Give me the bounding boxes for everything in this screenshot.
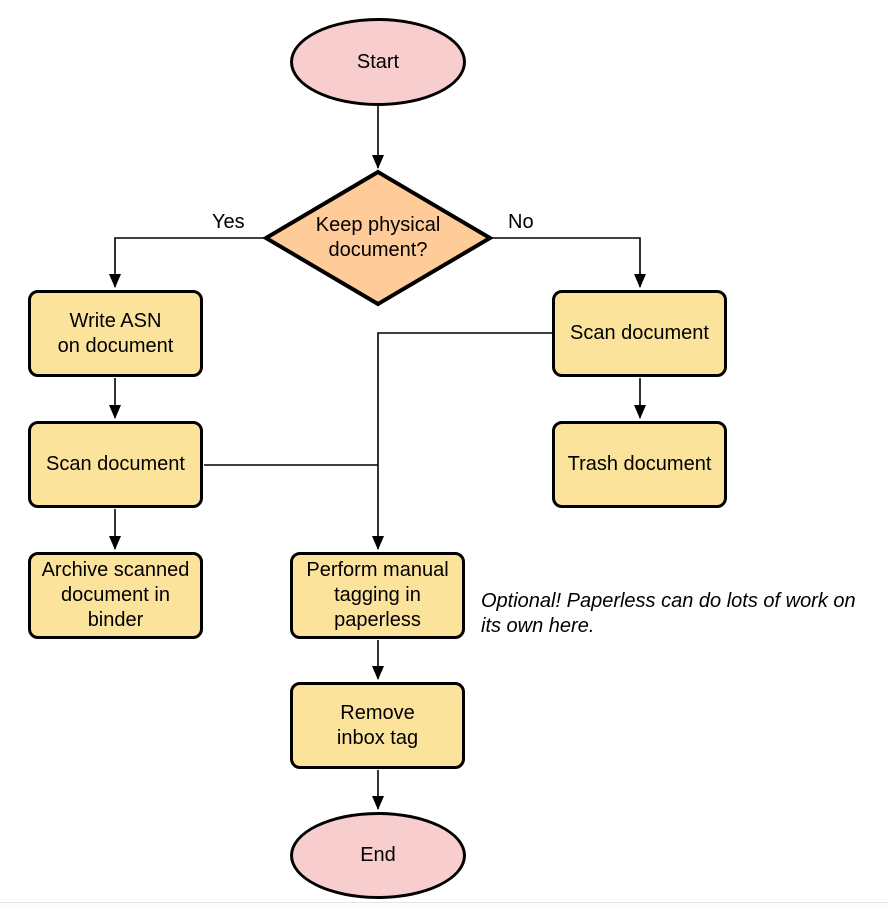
node-scan-document-left: Scan document (28, 421, 203, 508)
connector-decision-yes-to-write-asn (109, 237, 265, 288)
node-scan-document-right: Scan document (552, 290, 727, 377)
node-end: End (290, 812, 466, 899)
node-remove-inbox-tag: Remove inbox tag (290, 682, 465, 769)
node-write-asn: Write ASN on document (28, 290, 203, 377)
decision-diamond-shape (262, 169, 494, 307)
node-decision-label: Keep physical document? (315, 214, 441, 261)
connector-scan-right-to-tagging (372, 332, 552, 550)
node-archive-in-binder: Archive scanned document in binder (28, 552, 203, 639)
node-manual-tagging: Perform manual tagging in paperless (290, 552, 465, 639)
edge-label-no: No (508, 211, 534, 233)
node-trash-document: Trash document (552, 421, 727, 508)
annotation-text: Optional! Paperless can do lots of work … (481, 590, 856, 637)
page-bottom-divider (0, 902, 888, 907)
node-start: Start (290, 18, 466, 106)
connector-decision-no-to-scan-right (491, 237, 646, 288)
edge-label-yes: Yes (212, 211, 245, 233)
